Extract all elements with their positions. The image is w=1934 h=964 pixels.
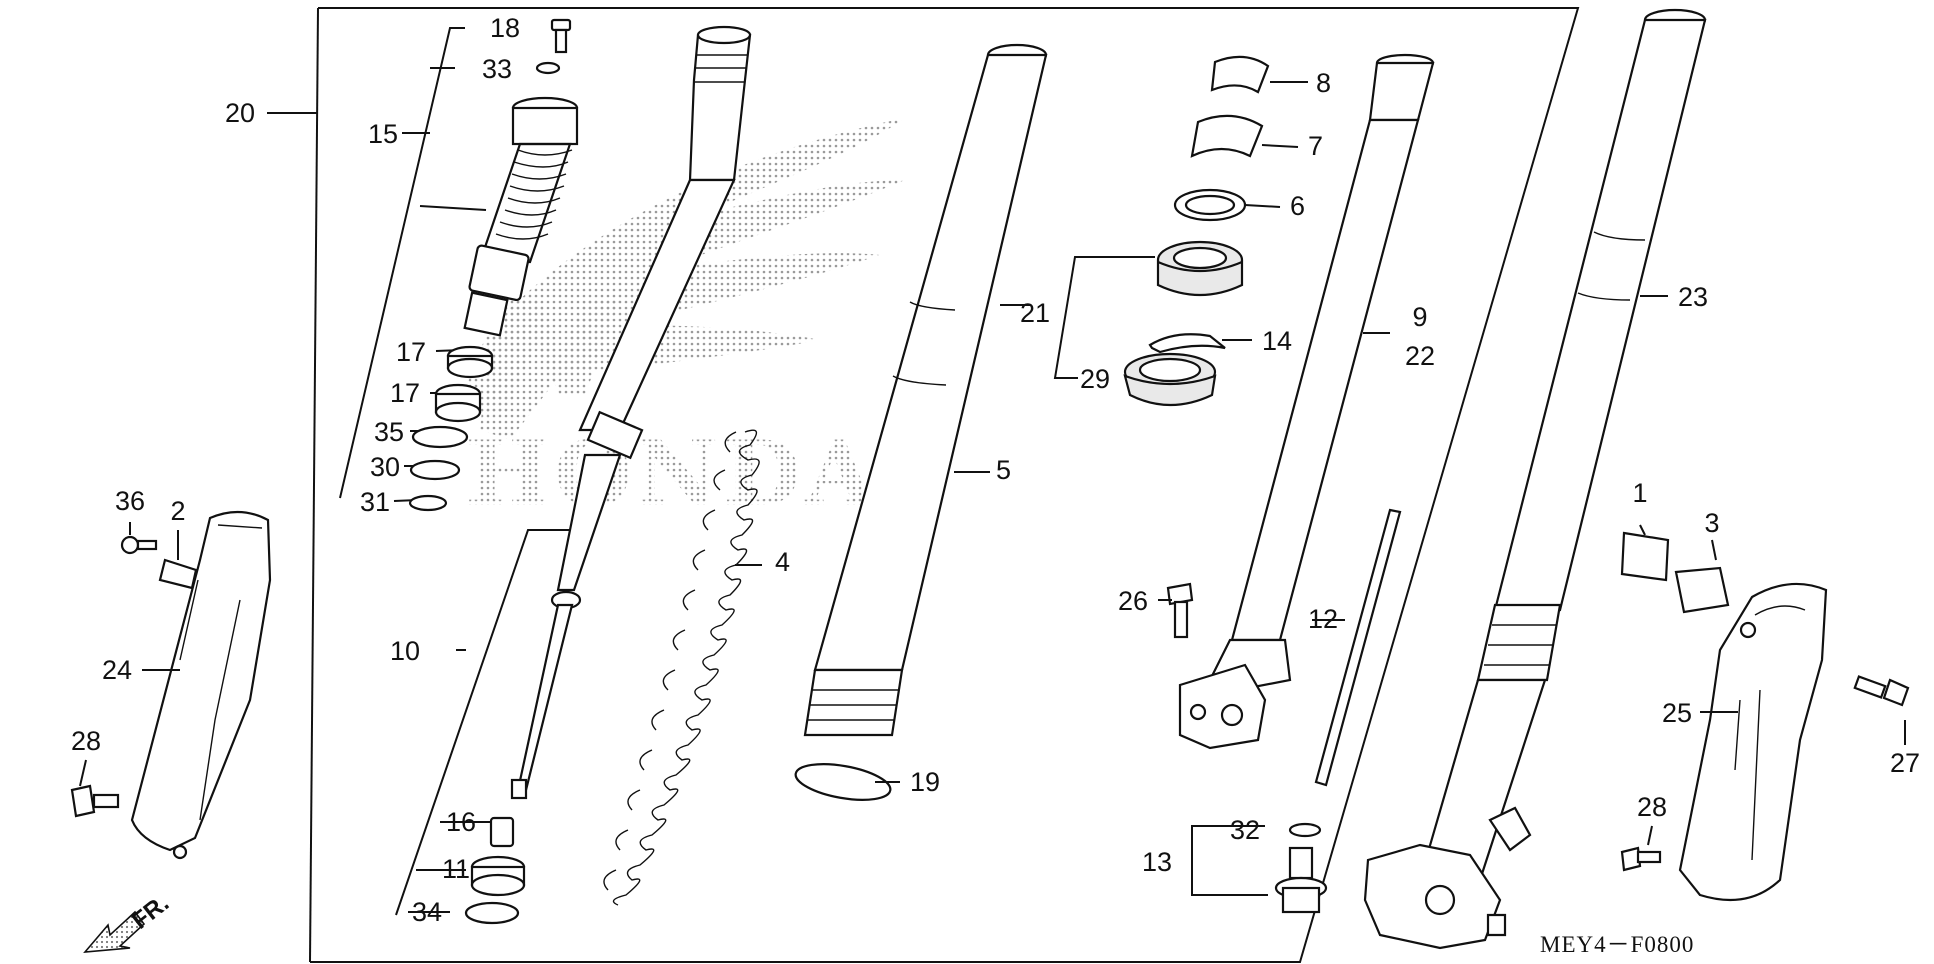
part-30-washer bbox=[409, 459, 461, 481]
callout-9: 9 bbox=[1412, 302, 1427, 332]
part-24-fork-guard bbox=[130, 510, 272, 860]
part-21-oil-seal bbox=[1156, 240, 1244, 297]
callout-3: 3 bbox=[1704, 508, 1719, 538]
part-3-bracket bbox=[1674, 566, 1730, 614]
callout-13: 13 bbox=[1142, 847, 1172, 877]
leader-lines-right bbox=[79, 81, 1906, 846]
part-4-fork-spring bbox=[603, 429, 760, 906]
callout-35: 35 bbox=[374, 417, 404, 447]
part-28-bolt-right bbox=[1620, 846, 1662, 872]
callout-26: 26 bbox=[1118, 586, 1148, 616]
callout-10: 10 bbox=[390, 636, 420, 666]
callout-30: 30 bbox=[370, 452, 400, 482]
part-17-collar-upper bbox=[446, 345, 494, 379]
callout-32: 32 bbox=[1230, 815, 1260, 845]
callout-14: 14 bbox=[1262, 326, 1292, 356]
part-13-bracket bbox=[1191, 825, 1268, 896]
callout-5: 5 bbox=[996, 455, 1011, 485]
part-15-damper-cartridge bbox=[463, 96, 579, 337]
callout-17-upper: 17 bbox=[396, 337, 426, 367]
callout-28-right: 28 bbox=[1637, 792, 1667, 822]
part-34-washer bbox=[464, 901, 520, 925]
callout-21: 21 bbox=[1020, 298, 1050, 328]
callout-18: 18 bbox=[490, 13, 520, 43]
part-2-bracket bbox=[158, 558, 198, 590]
part-6-back-up-ring bbox=[1173, 188, 1247, 222]
part-7-bushing bbox=[1190, 114, 1264, 158]
part-12-rod bbox=[1314, 508, 1402, 787]
callout-19: 19 bbox=[910, 767, 940, 797]
part-18-bolt bbox=[550, 18, 572, 54]
callout-33: 33 bbox=[482, 54, 512, 84]
part-5-outer-tube bbox=[803, 43, 1048, 737]
direction-indicator: FR. bbox=[83, 890, 174, 953]
diagram-code: MEY4－F0800 bbox=[1540, 932, 1694, 957]
callout-34: 34 bbox=[412, 897, 442, 927]
part-14-oil-seal-clip bbox=[1148, 333, 1226, 354]
assembly-frame bbox=[309, 7, 1580, 963]
callout-23: 23 bbox=[1678, 282, 1708, 312]
part-16-nut bbox=[489, 816, 515, 848]
callout-16: 16 bbox=[446, 807, 476, 837]
part-35-washer bbox=[411, 425, 469, 449]
part-23-fork-assembly bbox=[1363, 8, 1707, 950]
part-25-fork-guard bbox=[1678, 582, 1828, 902]
callout-27: 27 bbox=[1890, 748, 1920, 778]
part-11-nut bbox=[470, 855, 526, 897]
callout-36: 36 bbox=[115, 486, 145, 516]
callout-12: 12 bbox=[1308, 604, 1338, 634]
part-8-bushing bbox=[1210, 55, 1270, 94]
callout-28-left: 28 bbox=[71, 726, 101, 756]
part-27-bolt bbox=[1853, 675, 1910, 707]
callout-1: 1 bbox=[1632, 478, 1647, 508]
callout-2: 2 bbox=[170, 496, 185, 526]
svg-text:HONDA: HONDA bbox=[465, 421, 879, 527]
part-9-axle-holder bbox=[1178, 663, 1267, 750]
callout-11: 11 bbox=[442, 854, 470, 884]
callout-8: 8 bbox=[1316, 68, 1331, 98]
callout-7: 7 bbox=[1308, 131, 1323, 161]
callout-4: 4 bbox=[775, 547, 790, 577]
part-28-bolt-left bbox=[70, 784, 120, 818]
callout-22: 22 bbox=[1405, 341, 1435, 371]
part-19-snap-ring bbox=[794, 763, 892, 801]
part-36-bolt bbox=[120, 535, 158, 555]
part-17-collar-lower bbox=[434, 383, 482, 423]
callout-25: 25 bbox=[1662, 698, 1692, 728]
part-10-damper-rod bbox=[510, 25, 752, 800]
part-21-29-bracket bbox=[1053, 256, 1155, 379]
callout-24: 24 bbox=[102, 655, 132, 685]
callout-6: 6 bbox=[1290, 191, 1305, 221]
callout-31: 31 bbox=[360, 487, 390, 517]
callout-20: 20 bbox=[225, 98, 255, 128]
part-26-bolt bbox=[1166, 582, 1194, 639]
callout-labels: 1 2 3 4 5 6 7 8 9 10 11 12 13 14 15 16 1… bbox=[71, 13, 1920, 927]
part-33-washer bbox=[535, 61, 561, 75]
arrow-icon bbox=[83, 910, 146, 953]
part-13-drain-bolt bbox=[1274, 846, 1328, 914]
part-31-washer bbox=[408, 494, 448, 512]
callout-29: 29 bbox=[1080, 364, 1110, 394]
callout-15: 15 bbox=[368, 119, 398, 149]
part-32-washer bbox=[1288, 822, 1322, 838]
part-29-dust-seal bbox=[1123, 352, 1217, 407]
callout-17-lower: 17 bbox=[390, 378, 420, 408]
part-1-bracket bbox=[1620, 531, 1670, 582]
